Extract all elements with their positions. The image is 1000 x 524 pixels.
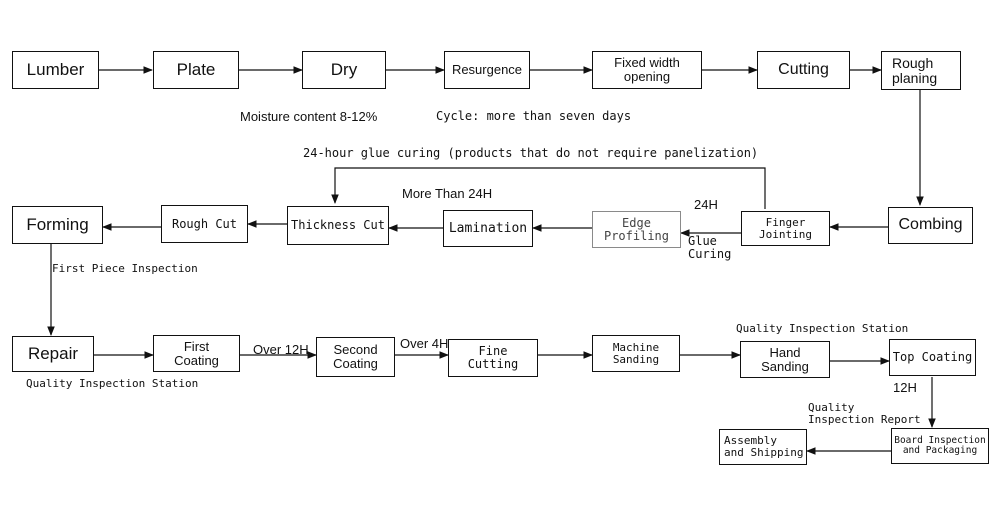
node-machine-sanding: Machine Sanding (592, 335, 680, 372)
node-resurgence: Resurgence (444, 51, 530, 89)
node-lumber: Lumber (12, 51, 99, 89)
node-board-inspection-packaging: Board Inspection and Packaging (891, 428, 989, 464)
node-hand-sanding: Hand Sanding (740, 341, 830, 378)
node-dry: Dry (302, 51, 386, 89)
note-24h-glue-curing: 24-hour glue curing (products that do no… (303, 146, 759, 160)
node-cutting: Cutting (757, 51, 850, 89)
note-quality-inspection-report: Quality Inspection Report (808, 401, 921, 426)
node-forming: Forming (12, 206, 103, 244)
node-fixed-width-opening: Fixed width opening (592, 51, 702, 89)
node-top-coating: Top Coating (889, 339, 976, 376)
node-assembly-shipping: Assembly and Shipping (719, 429, 807, 465)
node-rough-cut: Rough Cut (161, 205, 248, 243)
note-glue-curing: Glue Curing (688, 234, 732, 261)
node-second-coating: Second Coating (316, 337, 395, 377)
node-rough-planing: Rough planing (881, 51, 961, 90)
node-combing: Combing (888, 207, 973, 244)
note-over-4h: Over 4H (400, 336, 449, 351)
node-edge-profiling: Edge Profiling (592, 211, 681, 248)
arrow-glue-curing-bypass (331, 167, 766, 209)
node-fine-cutting: Fine Cutting (448, 339, 538, 377)
note-cycle: Cycle: more than seven days (436, 109, 632, 123)
node-repair: Repair (12, 336, 94, 372)
node-finger-jointing: Finger Jointing (741, 211, 830, 246)
node-thickness-cut: Thickness Cut (287, 206, 389, 245)
note-24h: 24H (694, 197, 718, 212)
note-over-12h: Over 12H (253, 342, 309, 357)
note-first-piece-inspection: First Piece Inspection (52, 262, 198, 275)
node-first-coating: First Coating (153, 335, 240, 372)
note-moisture-content: Moisture content 8-12% (240, 109, 378, 124)
node-plate: Plate (153, 51, 239, 89)
node-lamination: Lamination (443, 210, 533, 247)
note-12h: 12H (893, 380, 917, 395)
note-more-than-24h: More Than 24H (402, 186, 493, 201)
note-quality-inspection-station-right: Quality Inspection Station (736, 322, 909, 335)
note-quality-inspection-station-left: Quality Inspection Station (26, 377, 199, 390)
